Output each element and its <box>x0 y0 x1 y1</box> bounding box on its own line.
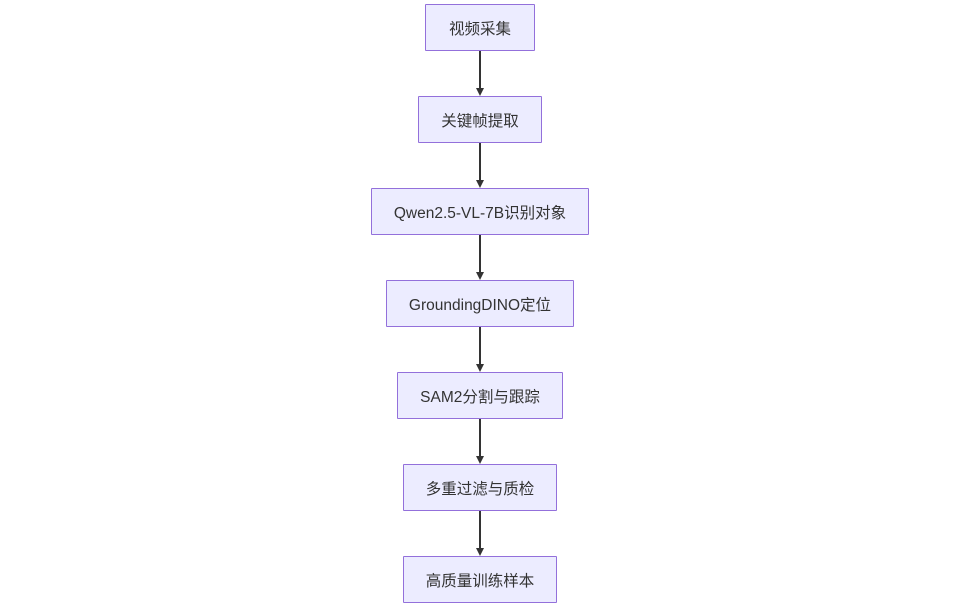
flow-node-sam2-segmentation-tracking: SAM2分割与跟踪 <box>397 372 563 419</box>
flow-arrow-6 <box>476 511 484 556</box>
arrowhead-down-icon <box>476 180 484 188</box>
flow-node-video-capture: 视频采集 <box>425 4 535 51</box>
flow-node-high-quality-samples: 高质量训练样本 <box>402 556 558 603</box>
flow-arrow-1 <box>476 51 484 96</box>
arrow-line <box>479 419 481 456</box>
arrowhead-down-icon <box>476 456 484 464</box>
flow-arrow-5 <box>476 419 484 464</box>
flow-node-groundingdino-localization: GroundingDINO定位 <box>385 280 575 327</box>
arrow-line <box>479 511 481 548</box>
node-label: GroundingDINO定位 <box>408 296 552 314</box>
flow-node-qwen-object-recognition: Qwen2.5-VL-7B识别对象 <box>370 188 590 235</box>
flow-arrow-2 <box>476 143 484 188</box>
flow-arrow-4 <box>476 327 484 372</box>
arrow-line <box>479 51 481 88</box>
flow-arrow-3 <box>476 235 484 280</box>
arrow-line <box>479 143 481 180</box>
node-label: 多重过滤与质检 <box>425 480 535 498</box>
node-label: 高质量训练样本 <box>425 572 535 590</box>
arrowhead-down-icon <box>476 88 484 96</box>
node-label: 关键帧提取 <box>441 112 519 130</box>
arrowhead-down-icon <box>476 548 484 556</box>
node-label: 视频采集 <box>448 20 511 38</box>
node-label: SAM2分割与跟踪 <box>420 388 540 406</box>
flow-node-keyframe-extraction: 关键帧提取 <box>418 96 542 143</box>
arrowhead-down-icon <box>476 364 484 372</box>
arrow-line <box>479 235 481 272</box>
flow-node-multi-filter-quality-check: 多重过滤与质检 <box>402 464 558 511</box>
arrow-line <box>479 327 481 364</box>
node-label: Qwen2.5-VL-7B识别对象 <box>393 204 567 222</box>
arrowhead-down-icon <box>476 272 484 280</box>
